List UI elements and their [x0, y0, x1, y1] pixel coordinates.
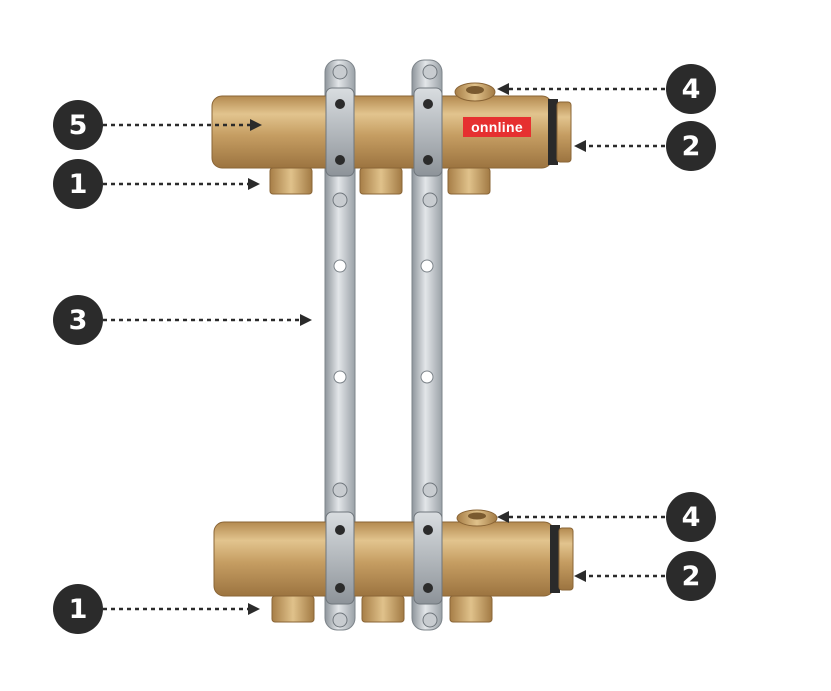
callout-badge-2-top: 2	[666, 121, 716, 171]
callout-leaders	[103, 87, 665, 611]
brand-label: onnline	[463, 117, 531, 137]
manifold-top	[211, 82, 572, 195]
callout-badge-4-bottom: 4	[666, 492, 716, 542]
callout-badge-1-bottom: 1	[53, 584, 103, 634]
manifold-bottom	[213, 509, 574, 623]
bracket-screws-top	[332, 64, 438, 628]
callout-arrowheads	[248, 83, 586, 615]
callout-badge-5: 5	[53, 100, 103, 150]
callout-badge-2-bottom: 2	[666, 551, 716, 601]
callout-badge-4-top: 4	[666, 64, 716, 114]
mounting-bracket-left	[324, 59, 356, 631]
callout-badge-1-top: 1	[53, 159, 103, 209]
callout-badge-3: 3	[53, 295, 103, 345]
